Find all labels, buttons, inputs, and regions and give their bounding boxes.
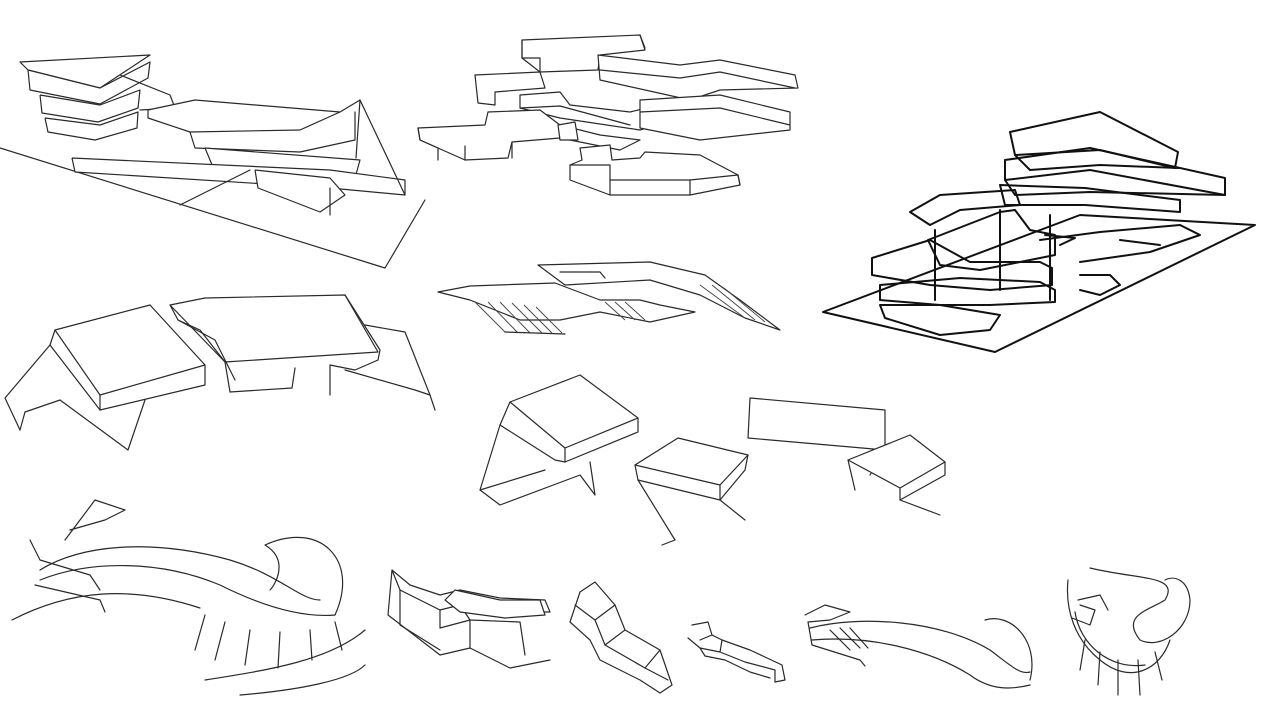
sketch-zigzag-bars-1 xyxy=(387,569,551,669)
sketch-zigzag-bars-2 xyxy=(569,581,673,694)
sketch-meandering-blocks xyxy=(417,34,799,196)
sketch-folded-planes xyxy=(4,294,436,451)
sketch-cantilever-wedge xyxy=(437,261,781,335)
sketch-curved-ramp-right xyxy=(804,604,1033,689)
sketch-three-pavilions xyxy=(479,374,946,546)
sketch-spiral-tower xyxy=(1066,567,1191,696)
sketch-zigzag-bars-3 xyxy=(687,621,786,683)
sketch-stacked-slabs xyxy=(0,54,426,269)
sketch-curved-ramp-left xyxy=(11,499,366,696)
sketch-layered-site-model xyxy=(822,111,1256,353)
